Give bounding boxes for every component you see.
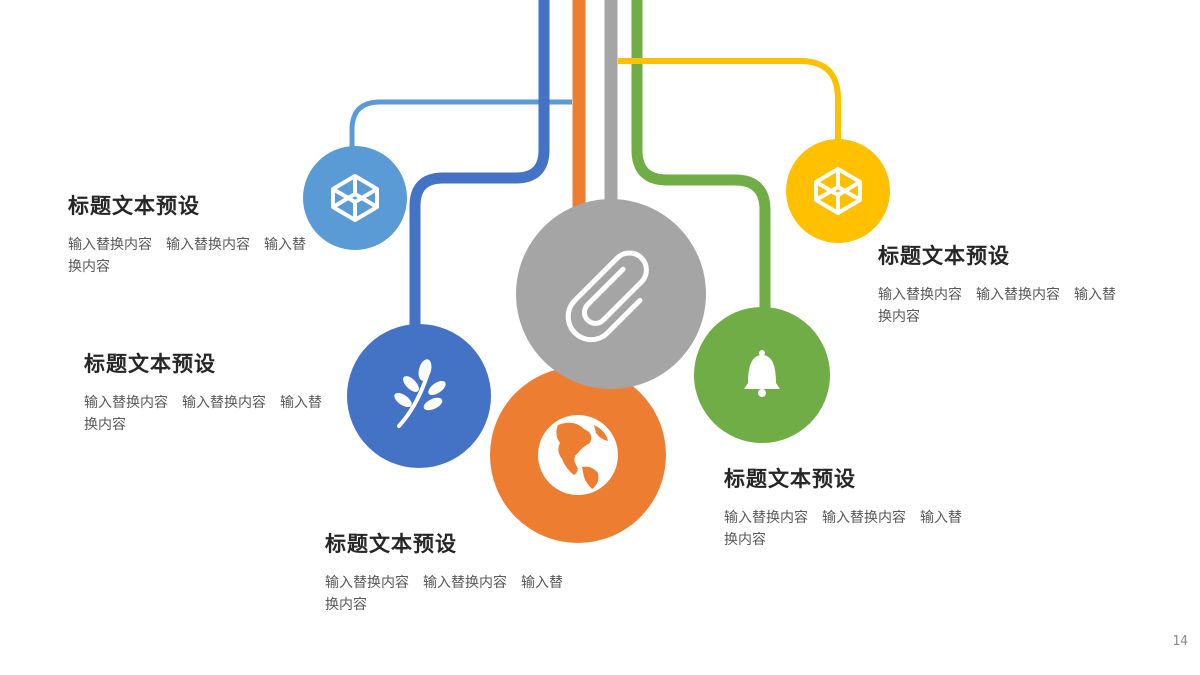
block-body: 输入替换内容 输入替换内容 输入替换内容 [68, 237, 306, 275]
block-body: 输入替换内容 输入替换内容 输入替换内容 [325, 575, 563, 613]
codepen-cube-icon [814, 167, 862, 215]
connector-green [631, 0, 771, 312]
text-block-right-mid: 标题文本预设 输入替换内容 输入替换内容 输入替换内容 [724, 465, 964, 551]
leaf-branch-icon [394, 359, 446, 428]
globe-icon [538, 415, 618, 495]
block-title: 标题文本预设 [325, 532, 457, 556]
bell-icon [744, 350, 780, 397]
node-circle-light-blue [303, 146, 407, 250]
connector-blue [409, 0, 550, 330]
text-block-right-top: 标题文本预设 输入替换内容 输入替换内容 输入替换内容 [878, 242, 1118, 328]
block-title: 标题文本预设 [84, 352, 216, 376]
block-title: 标题文本预设 [68, 194, 200, 218]
paperclip-icon [565, 250, 649, 343]
block-title: 标题文本预设 [878, 244, 1010, 268]
codepen-cube-icon [331, 174, 379, 222]
text-block-left-top: 标题文本预设 输入替换内容 输入替换内容 输入替换内容 [68, 192, 308, 278]
block-body: 输入替换内容 输入替换内容 输入替换内容 [724, 510, 962, 548]
block-body: 输入替换内容 输入替换内容 输入替换内容 [84, 395, 322, 433]
block-title: 标题文本预设 [724, 467, 856, 491]
node-circle-gray-center [516, 199, 706, 389]
node-circle-yellow [786, 139, 890, 243]
connector-light-blue [349, 99, 572, 150]
block-body: 输入替换内容 输入替换内容 输入替换内容 [878, 287, 1116, 325]
connector-yellow [618, 58, 841, 145]
text-block-left-mid: 标题文本预设 输入替换内容 输入替换内容 输入替换内容 [84, 350, 324, 436]
text-block-bottom: 标题文本预设 输入替换内容 输入替换内容 输入替换内容 [325, 530, 565, 616]
page-number: 14 [1172, 634, 1188, 649]
